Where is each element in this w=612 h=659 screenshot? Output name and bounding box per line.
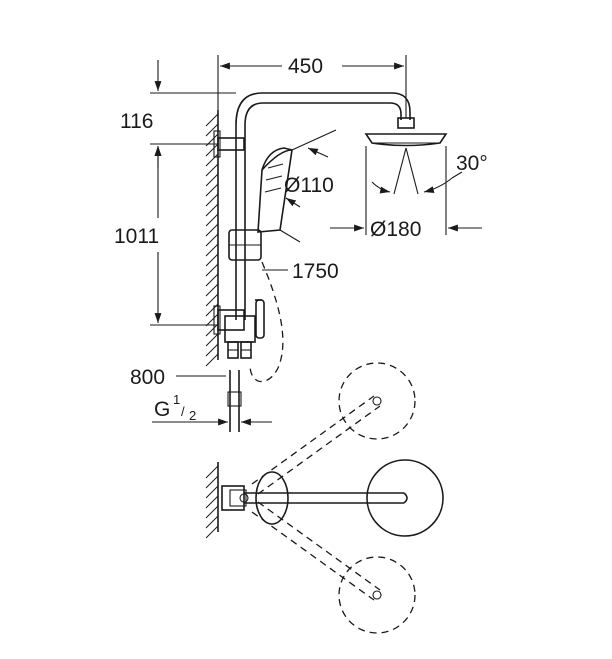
wall-bracket-bottom <box>213 305 245 335</box>
label-hose-length: 1750 <box>292 260 339 283</box>
hand-shower <box>257 147 293 233</box>
wall-hatch-stroke <box>205 293 219 307</box>
dimension-head-diameter: Ø180 <box>330 146 482 241</box>
wall-hatch-stroke <box>205 243 219 257</box>
dimension-hand-shower-diameter: Ø110 <box>279 129 337 243</box>
wall-hatch-stroke <box>205 173 219 187</box>
label-rail-height: 1011 <box>114 225 159 248</box>
wall-hatch-stroke <box>205 113 219 127</box>
shower-hose <box>249 261 284 383</box>
wall-hatch-stroke <box>205 283 219 297</box>
label-top-offset: 116 <box>120 110 153 133</box>
label-head-diameter: Ø180 <box>370 218 421 241</box>
wall-hatch-stroke <box>205 213 219 227</box>
label-thread-prefix: G <box>154 398 170 421</box>
hand-shower-slider <box>228 229 262 261</box>
wall-hatch-stroke <box>205 143 219 157</box>
label-inlet-height: 800 <box>130 366 165 389</box>
label-thread-slash: / <box>181 404 185 419</box>
top-arm-swivel-up <box>251 362 416 495</box>
wall-hatch-stroke <box>205 485 219 499</box>
mixer-body <box>224 299 265 343</box>
wall-hatch-stroke <box>205 273 219 287</box>
dimension-rail-width: 450 <box>217 55 407 118</box>
wall-hatch-stroke <box>205 465 219 479</box>
wall-hatch-stroke <box>205 193 219 207</box>
top-arm-center <box>244 459 444 537</box>
wall-hatch-stroke <box>205 163 219 177</box>
wall-hatching-top <box>205 462 219 539</box>
wall-hatch-stroke <box>205 183 219 197</box>
label-thread-numerator: 1 <box>173 392 180 407</box>
wall-hatch-stroke <box>205 505 219 519</box>
wall-hatch-stroke <box>205 515 219 529</box>
top-wall-mount <box>221 485 249 511</box>
wall-hatch-stroke <box>205 263 219 277</box>
label-head-tilt: 30° <box>456 152 488 175</box>
wall-hatch-stroke <box>205 475 219 489</box>
top-swivel-joint <box>255 471 289 525</box>
wall-hatching-side <box>205 110 219 367</box>
dimension-head-tilt: 30° <box>371 147 488 195</box>
dimension-rail-height: 1011 <box>114 146 218 326</box>
wall-hatch-stroke <box>205 495 219 509</box>
side-view: 450 116 1011 Ø110 <box>114 55 488 432</box>
label-hand-shower-diameter: Ø110 <box>284 174 334 197</box>
wall-hatch-stroke <box>205 525 219 539</box>
wall-hatch-stroke <box>205 253 219 267</box>
wall-hatch-stroke <box>205 233 219 247</box>
inlet-pipe <box>227 370 242 432</box>
callout-hose-length: 1750 <box>262 260 339 283</box>
label-rail-width: 450 <box>288 55 323 78</box>
wall-hatch-stroke <box>205 313 219 327</box>
overhead-shower-head <box>364 117 448 147</box>
wall-hatch-stroke <box>205 343 219 357</box>
callout-thread-size: G 1 / 2 <box>152 392 272 426</box>
top-view <box>205 362 444 634</box>
wall-hatch-stroke <box>205 333 219 347</box>
callout-inlet-height: 800 <box>130 366 226 389</box>
wall-hatch-stroke <box>205 323 219 337</box>
inlet-connectors <box>227 341 252 359</box>
label-thread-denominator: 2 <box>189 408 196 423</box>
wall-hatch-stroke <box>205 353 219 367</box>
wall-hatch-stroke <box>205 203 219 217</box>
wall-hatch-stroke <box>205 153 219 167</box>
wall-hatch-stroke <box>205 123 219 137</box>
top-arm-swivel-down <box>251 501 416 634</box>
wall-hatch-stroke <box>205 223 219 237</box>
shower-rail <box>235 92 411 320</box>
